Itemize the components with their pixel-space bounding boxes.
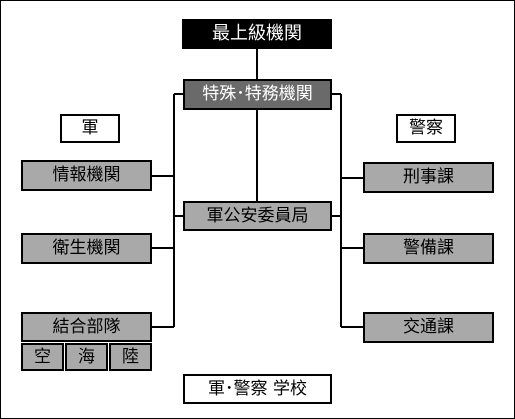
left-header-box: 軍: [60, 114, 120, 143]
intel-box: 情報機関: [21, 160, 152, 191]
special-box: 特殊･特務機関: [183, 79, 332, 110]
medical-box: 衛生機関: [21, 233, 152, 264]
branch-land: 陸: [109, 343, 152, 371]
criminal-box: 刑事課: [363, 162, 494, 193]
joint-box: 結合部隊: [21, 312, 152, 342]
traffic-box: 交通課: [363, 312, 494, 343]
right-header-box: 警察: [396, 114, 456, 143]
school-box: 軍･警察 学校: [183, 374, 332, 404]
committee-box: 軍公安委員局: [183, 201, 332, 231]
branch-air: 空: [21, 343, 64, 371]
top-box: 最上級機関: [182, 19, 332, 49]
security-box: 警備課: [363, 233, 494, 264]
branch-sea: 海: [65, 343, 108, 371]
